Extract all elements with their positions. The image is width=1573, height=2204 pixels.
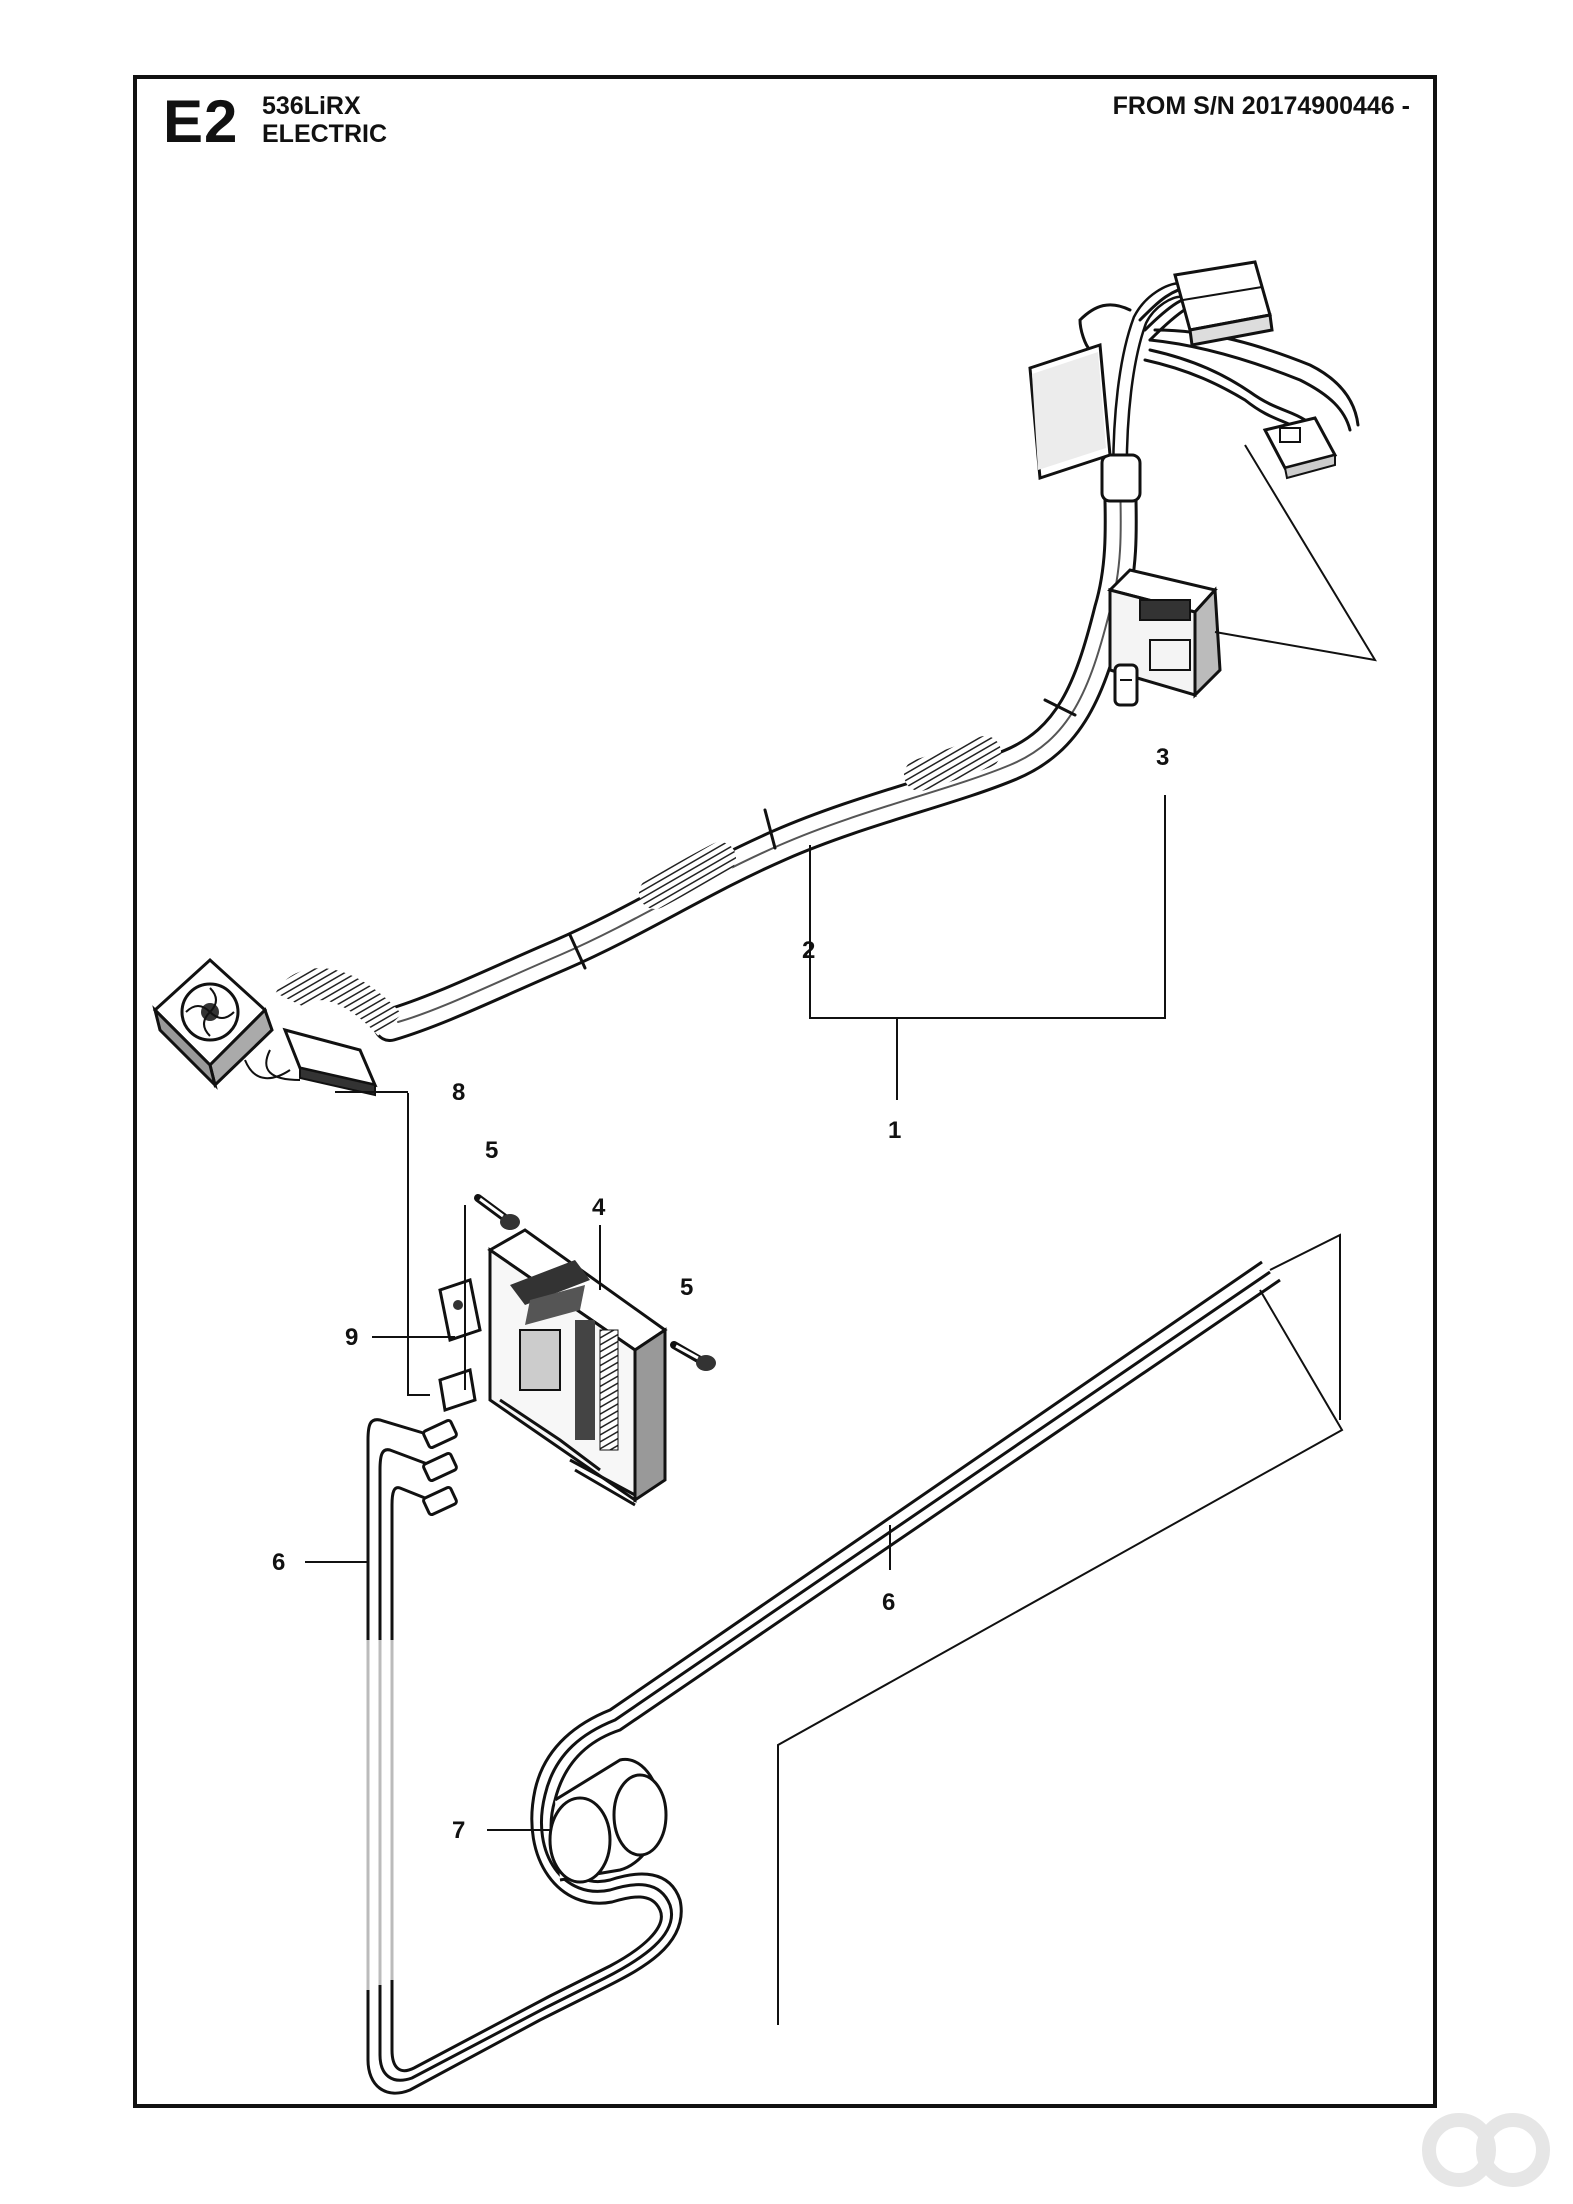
harness-connector-icon	[1173, 260, 1274, 347]
callout-7: 7	[452, 1817, 465, 1844]
mount-bracket-icon	[438, 1278, 482, 1412]
ferrite-core-icon	[548, 1757, 668, 1884]
wire-icon	[366, 1260, 1281, 2095]
model-name: 536LiRX	[262, 92, 361, 120]
section-code: E2	[163, 88, 239, 155]
callout-8: 8	[452, 1079, 465, 1106]
callout-6b: 6	[882, 1589, 895, 1616]
connector-leaders	[1214, 444, 1377, 662]
group-name: ELECTRIC	[262, 120, 387, 148]
screw-icon	[670, 1341, 716, 1371]
callout-6a: 6	[272, 1549, 285, 1576]
diagram-frame	[133, 75, 1437, 2108]
watermark-logo-icon	[1422, 2113, 1550, 2187]
cable-bracket-icon	[244, 968, 402, 1097]
callout-1: 1	[888, 1117, 901, 1144]
serial-range: FROM S/N 20174900446 -	[1112, 92, 1410, 120]
callout-5a: 5	[485, 1137, 498, 1164]
callout-4: 4	[592, 1194, 606, 1221]
callout-3: 3	[1156, 744, 1169, 771]
screw-icon	[474, 1194, 520, 1230]
callout-2: 2	[802, 937, 815, 964]
model-block: 536LiRX ELECTRIC	[262, 92, 387, 148]
leader-lines	[305, 795, 1344, 2025]
switch-icon	[1107, 568, 1222, 707]
label-tag-icon	[1028, 342, 1112, 481]
fan-icon	[152, 957, 274, 1090]
callout-9: 9	[345, 1324, 358, 1351]
callout-5b: 5	[680, 1274, 693, 1301]
small-connector-icon	[1262, 416, 1338, 480]
circuit-board-icon	[487, 1228, 668, 1507]
